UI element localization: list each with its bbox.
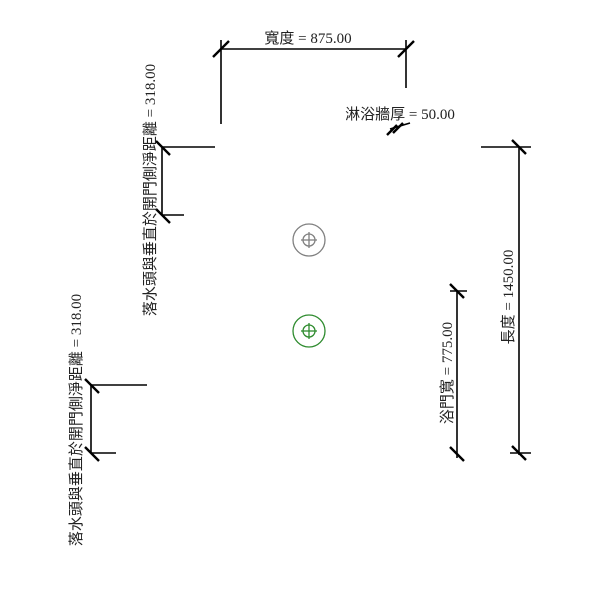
length-dimension[interactable]: 長度 = 1450.00 bbox=[481, 139, 531, 461]
drain-green-icon[interactable] bbox=[292, 314, 326, 348]
door-width-label: 浴門寬 = 775.00 bbox=[438, 322, 456, 424]
length-label: 長度 = 1450.00 bbox=[500, 250, 517, 345]
drain-clearance-label-1: 落水頭與垂直於開門側淨距離 = 318.00 bbox=[141, 64, 159, 316]
door-width-dimension[interactable]: 浴門寬 = 775.00 bbox=[438, 283, 467, 462]
wall-thickness-label: 淋浴牆厚 = 50.00 bbox=[345, 106, 455, 123]
drain-clearance-label-2: 落水頭與垂直於開門側淨距離 = 318.00 bbox=[67, 294, 85, 546]
width-dimension[interactable]: 寬度 = 875.00 bbox=[212, 29, 415, 124]
drain-clearance-dimension-1[interactable]: 落水頭與垂直於開門側淨距離 = 318.00 bbox=[141, 64, 215, 316]
drain-gray-icon[interactable] bbox=[292, 223, 326, 257]
width-label: 寬度 = 875.00 bbox=[264, 29, 351, 47]
drain-clearance-dimension-2[interactable]: 落水頭與垂直於開門側淨距離 = 318.00 bbox=[67, 294, 147, 546]
wall-thickness-dimension[interactable]: 淋浴牆厚 = 50.00 bbox=[345, 106, 455, 136]
